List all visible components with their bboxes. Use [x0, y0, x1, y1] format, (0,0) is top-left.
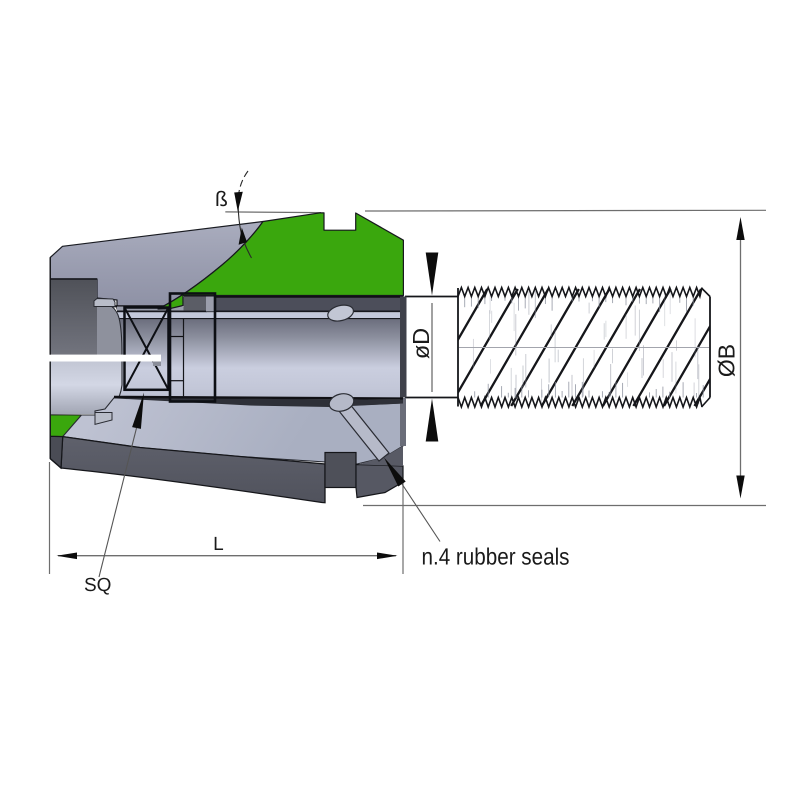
svg-text:ØB: ØB [714, 344, 740, 377]
svg-text:ß: ß [215, 188, 228, 211]
svg-text:SQ: SQ [84, 575, 111, 596]
svg-text:L: L [213, 534, 224, 555]
svg-text:n.4 rubber seals: n.4 rubber seals [421, 543, 569, 569]
svg-text:øD: øD [408, 328, 434, 359]
